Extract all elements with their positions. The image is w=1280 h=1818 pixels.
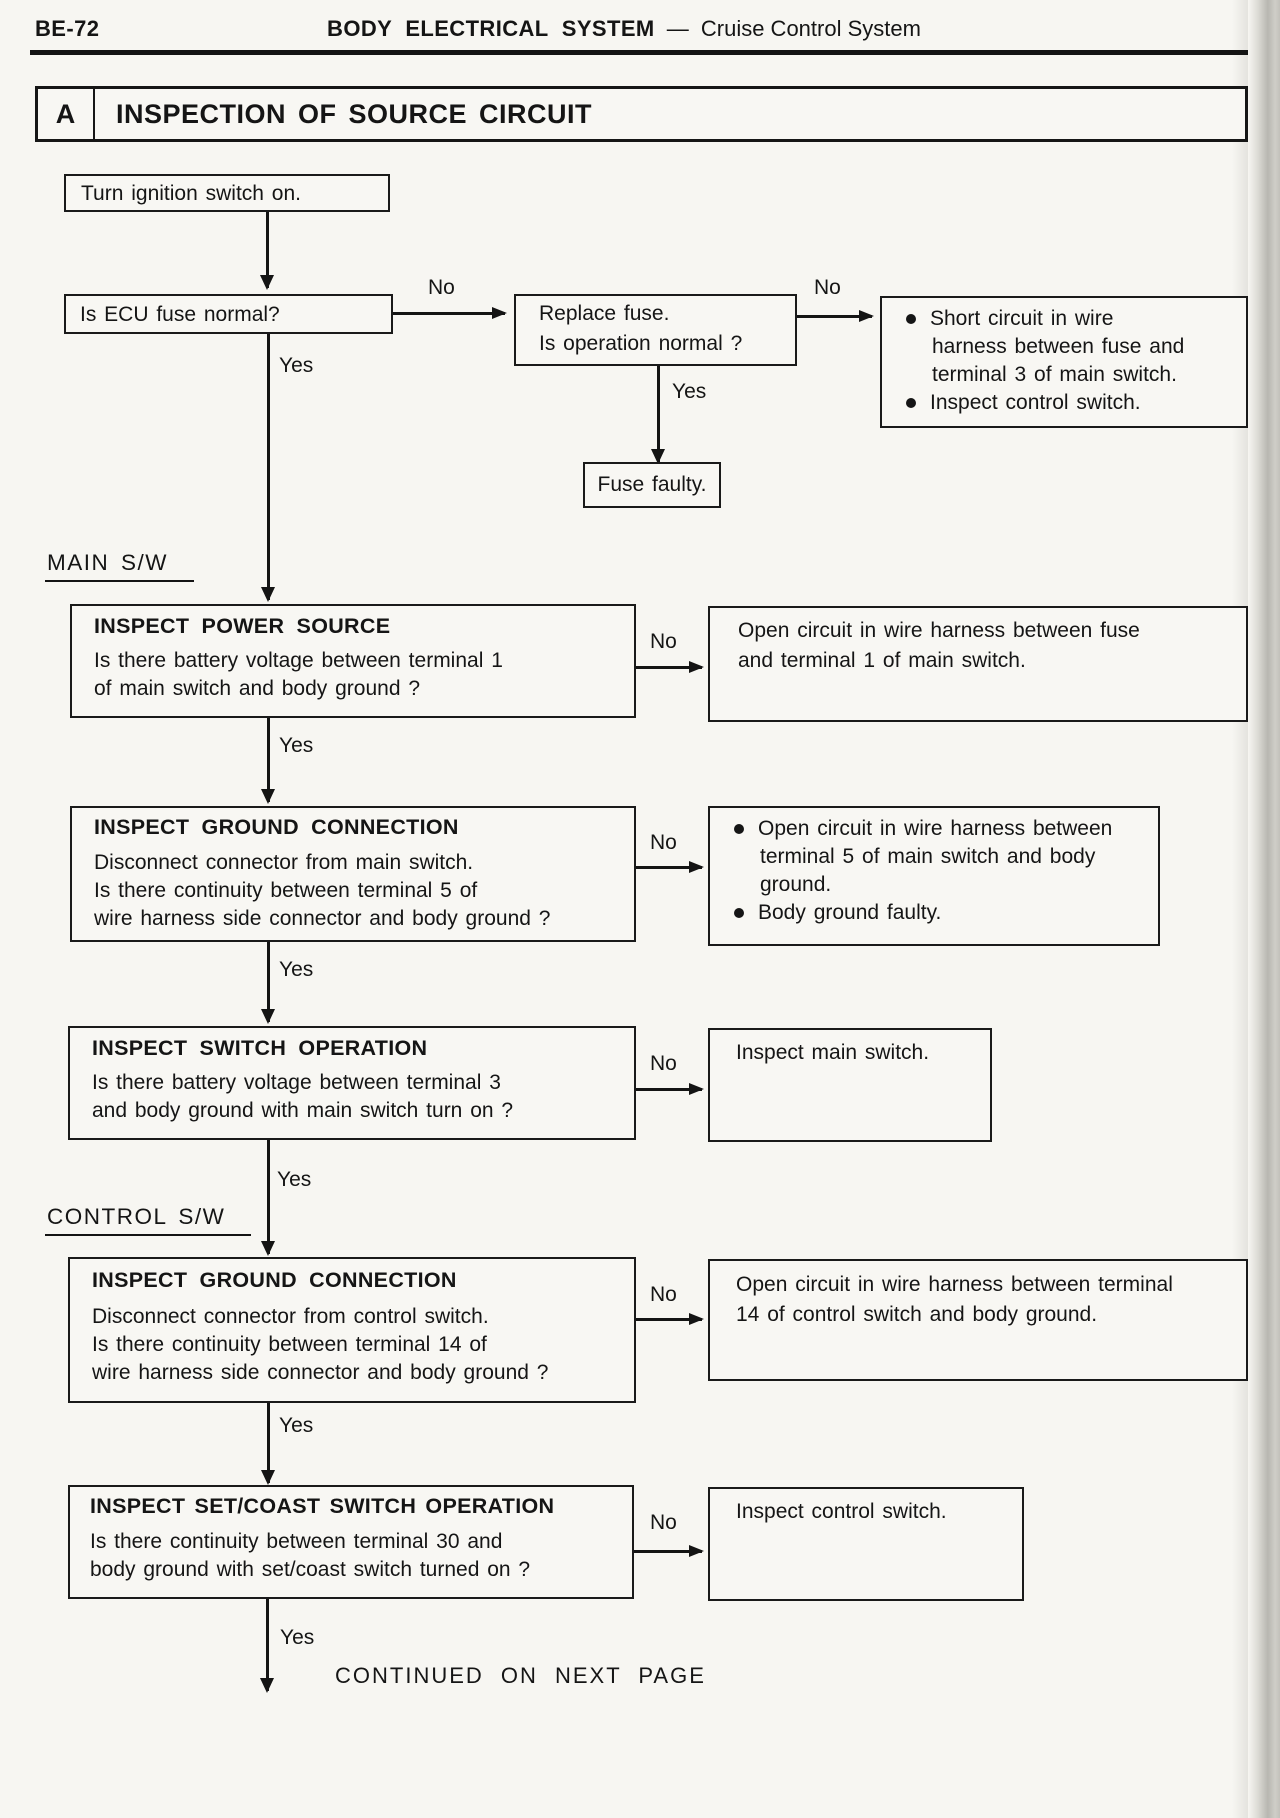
label-no-5: No — [650, 1052, 677, 1075]
open-circuit-t14-line1: Open circuit in wire harness between ter… — [736, 1273, 1173, 1296]
node-open-circuit-t5: Open circuit in wire harness between ter… — [708, 806, 1160, 946]
connector-ground2-to-open14 — [636, 1318, 702, 1321]
label-yes-4: Yes — [279, 958, 314, 981]
node-fuse-question: Is ECU fuse normal? — [64, 294, 393, 334]
open-circuit-t5-line1: Open circuit in wire harness between — [758, 817, 1113, 840]
label-yes-3: Yes — [279, 734, 314, 757]
page-header: BODY ELECTRICAL SYSTEM — Cruise Control … — [0, 16, 1248, 42]
ground-main-line3: wire harness side connector and body gro… — [94, 907, 551, 930]
header-title-bold: BODY ELECTRICAL SYSTEM — [327, 16, 655, 41]
node-replace-fuse-line1: Replace fuse. — [539, 302, 670, 325]
short-circuit-line4: Inspect control switch. — [930, 391, 1141, 414]
bullet-icon — [734, 824, 744, 834]
scan-edge — [1248, 0, 1280, 1818]
connector-fuseq-to-replace — [393, 312, 505, 315]
section-letter: A — [38, 89, 95, 139]
page-number: BE-72 — [35, 16, 100, 41]
label-yes-2: Yes — [672, 380, 707, 403]
connector-setcoast-to-next-page — [266, 1599, 269, 1691]
label-no-4: No — [650, 831, 677, 854]
switch-operation-line1: Is there battery voltage between termina… — [92, 1071, 501, 1094]
label-main-sw: MAIN S/W — [45, 550, 194, 582]
connector-replace-to-short — [797, 315, 872, 318]
label-yes-1: Yes — [279, 354, 314, 377]
section-bar: A INSPECTION OF SOURCE CIRCUIT — [35, 86, 1248, 142]
open-circuit-t5-line2: terminal 5 of main switch and body — [760, 845, 1096, 868]
bullet-icon — [734, 908, 744, 918]
open-circuit-t1-line2: and terminal 1 of main switch. — [738, 649, 1026, 672]
section-title: INSPECTION OF SOURCE CIRCUIT — [116, 98, 593, 129]
open-circuit-t1-line1: Open circuit in wire harness between fus… — [738, 619, 1140, 642]
label-no-7: No — [650, 1511, 677, 1534]
bullet-icon — [906, 314, 916, 324]
node-ground-control: INSPECT GROUND CONNECTION Disconnect con… — [68, 1257, 636, 1403]
node-short-circuit: Short circuit in wire harness between fu… — [880, 296, 1248, 428]
label-yes-6: Yes — [279, 1414, 314, 1437]
node-open-circuit-t1: Open circuit in wire harness between fus… — [708, 606, 1248, 722]
connector-setcoast-to-inspctrl — [634, 1550, 702, 1553]
connector-fuseq-to-power — [267, 334, 270, 600]
label-yes-5: Yes — [277, 1168, 312, 1191]
short-circuit-line1: Short circuit in wire — [930, 307, 1114, 330]
ground-main-line2: Is there continuity between terminal 5 o… — [94, 879, 478, 902]
connector-power-to-ground1 — [267, 718, 270, 802]
node-power-source: INSPECT POWER SOURCE Is there battery vo… — [70, 604, 636, 718]
label-no-1: No — [428, 276, 455, 299]
power-source-title: INSPECT POWER SOURCE — [94, 614, 391, 638]
header-rule — [30, 50, 1248, 55]
power-source-line1: Is there battery voltage between termina… — [94, 649, 503, 672]
node-inspect-control: Inspect control switch. — [708, 1487, 1024, 1601]
short-circuit-line3: terminal 3 of main switch. — [932, 363, 1177, 386]
node-open-circuit-t14: Open circuit in wire harness between ter… — [708, 1259, 1248, 1381]
ground-main-line1: Disconnect connector from main switch. — [94, 851, 474, 874]
node-replace-fuse: Replace fuse. Is operation normal ? — [514, 294, 797, 366]
label-yes-7: Yes — [280, 1626, 315, 1649]
open-circuit-t14-line2: 14 of control switch and body ground. — [736, 1303, 1098, 1326]
node-ground-main: INSPECT GROUND CONNECTION Disconnect con… — [70, 806, 636, 942]
connector-ground1-to-switchop — [267, 942, 270, 1022]
ground-control-line1: Disconnect connector from control switch… — [92, 1305, 489, 1328]
open-circuit-t5-line4: Body ground faulty. — [758, 901, 942, 924]
continued-note: CONTINUED ON NEXT PAGE — [335, 1663, 706, 1688]
connector-switchop-to-ground2 — [267, 1140, 270, 1254]
ground-control-line3: wire harness side connector and body gro… — [92, 1361, 549, 1384]
set-coast-line1: Is there continuity between terminal 30 … — [90, 1530, 503, 1553]
connector-ground1-to-open5 — [636, 866, 702, 869]
ground-control-line2: Is there continuity between terminal 14 … — [92, 1333, 487, 1356]
node-replace-fuse-line2: Is operation normal ? — [539, 332, 743, 355]
ground-main-title: INSPECT GROUND CONNECTION — [94, 815, 459, 839]
connector-ground2-to-setcoast — [267, 1403, 270, 1483]
node-fuse-question-text: Is ECU fuse normal? — [80, 303, 280, 326]
label-control-sw: CONTROL S/W — [45, 1204, 252, 1236]
node-fuse-faulty: Fuse faulty. — [583, 462, 721, 508]
set-coast-title: INSPECT SET/COAST SWITCH OPERATION — [90, 1494, 555, 1518]
inspect-control-text: Inspect control switch. — [736, 1500, 947, 1523]
node-start: Turn ignition switch on. — [64, 174, 390, 212]
connector-switchop-to-inspmain — [636, 1088, 702, 1091]
bullet-icon — [906, 398, 916, 408]
ground-control-title: INSPECT GROUND CONNECTION — [92, 1268, 457, 1292]
node-switch-operation: INSPECT SWITCH OPERATION Is there batter… — [68, 1026, 636, 1140]
power-source-line2: of main switch and body ground ? — [94, 677, 421, 700]
switch-operation-title: INSPECT SWITCH OPERATION — [92, 1036, 428, 1060]
short-circuit-line2: harness between fuse and — [932, 335, 1185, 358]
connector-replace-to-faulty — [657, 366, 660, 462]
label-no-2: No — [814, 276, 841, 299]
label-no-6: No — [650, 1283, 677, 1306]
connector-power-to-open1 — [636, 666, 702, 669]
node-fuse-faulty-text: Fuse faulty. — [597, 473, 707, 496]
node-set-coast: INSPECT SET/COAST SWITCH OPERATION Is th… — [68, 1485, 634, 1599]
label-no-3: No — [650, 630, 677, 653]
node-inspect-main: Inspect main switch. — [708, 1028, 992, 1142]
inspect-main-text: Inspect main switch. — [736, 1041, 930, 1064]
switch-operation-line2: and body ground with main switch turn on… — [92, 1099, 514, 1122]
header-dash: — — [666, 16, 689, 41]
open-circuit-t5-line3: ground. — [760, 873, 832, 896]
header-title-sub: Cruise Control System — [700, 16, 921, 41]
set-coast-line2: body ground with set/coast switch turned… — [90, 1558, 531, 1581]
connector-start-to-fuseq — [266, 212, 269, 288]
node-start-text: Turn ignition switch on. — [81, 182, 301, 205]
